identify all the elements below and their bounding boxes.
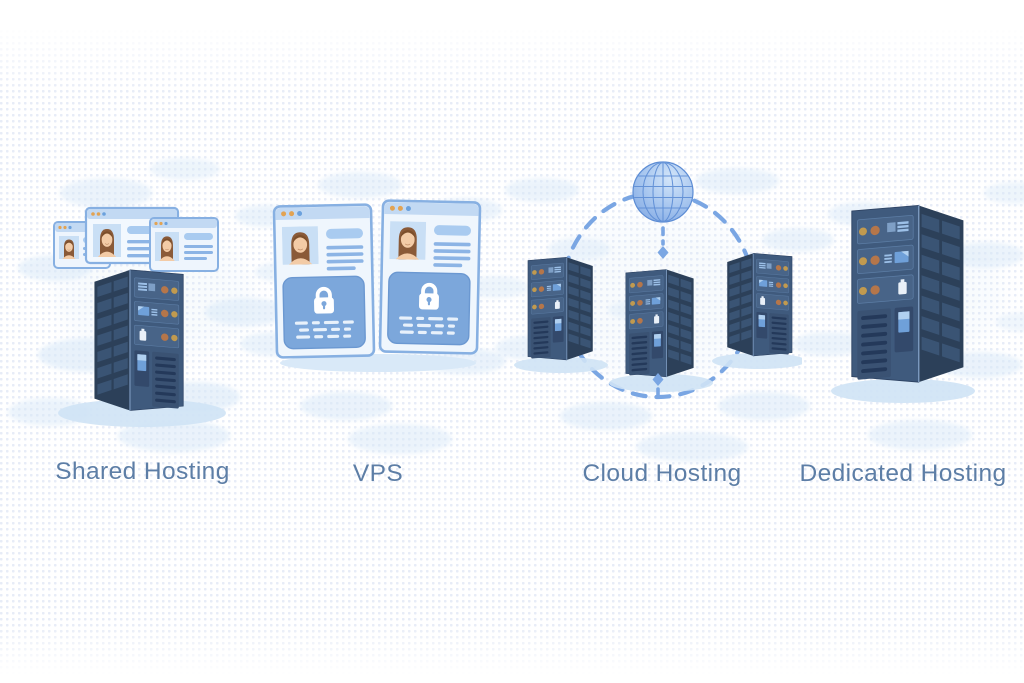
ground-shadow: [712, 353, 802, 369]
hosting-item-dedicated: Dedicated Hosting: [800, 190, 1006, 487]
avatar-icon: [93, 224, 121, 257]
hosting-label-shared: Shared Hosting: [55, 458, 230, 485]
avatar-icon: [59, 236, 79, 259]
hosting-label-vps: VPS: [352, 460, 404, 487]
server-tower-icon: [527, 256, 594, 361]
ground-shadow: [831, 379, 975, 403]
server-tower-icon: [851, 204, 965, 383]
ground-shadow: [514, 357, 608, 373]
ground-shadow: [280, 354, 476, 372]
cloud-blob: [150, 158, 220, 180]
cloud-blob: [996, 312, 1024, 332]
hosting-item-cloud: Cloud Hosting: [512, 145, 802, 490]
server-tower-icon: [726, 252, 793, 357]
hosting-item-shared: Shared Hosting: [50, 196, 235, 486]
cloud-hosting-illustration: [514, 161, 802, 400]
dashed-arrow-down-icon: [657, 226, 669, 259]
cloud-blob: [984, 182, 1024, 204]
server-tower-icon: [93, 269, 184, 412]
dashed-arrow-down-icon: [652, 373, 664, 397]
vps-partition-right: [380, 201, 480, 354]
hosting-item-vps: VPS: [272, 196, 484, 487]
ground-shadow: [609, 374, 713, 392]
globe-icon: [632, 161, 694, 223]
ground-shadow: [58, 399, 226, 427]
server-tower-icon: [625, 269, 695, 378]
avatar-icon: [155, 232, 179, 261]
shared-hosting-illustration: [53, 206, 226, 427]
dedicated-hosting-illustration: [831, 204, 975, 403]
browser-window-icon: [149, 217, 219, 272]
vps-partition-left: [274, 205, 374, 358]
hosting-label-dedicated: Dedicated Hosting: [799, 460, 1007, 487]
cloud-blob: [318, 172, 402, 198]
hosting-label-cloud: Cloud Hosting: [582, 460, 742, 487]
vps-illustration: [272, 196, 484, 372]
